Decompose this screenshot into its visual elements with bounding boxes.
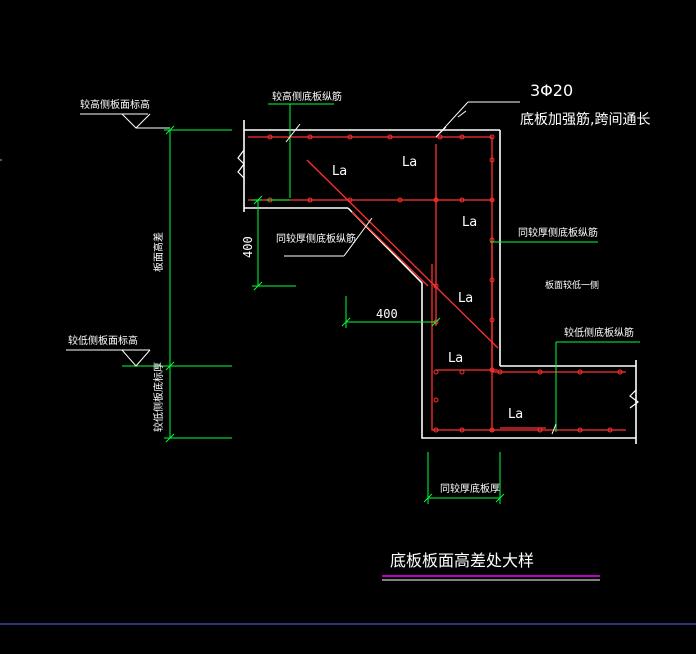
same-thick-slab-label: 同较厚底板厚: [440, 482, 500, 495]
rebar-dots: [267, 134, 623, 433]
rebars: [248, 136, 626, 432]
dim-400-horizontal: 400: [376, 307, 398, 321]
upper-bottom-rebar-label: 较高侧底板纵筋: [272, 90, 342, 103]
leader-lines: [284, 101, 557, 435]
text-labels: 较高侧板面标高 较高侧底板纵筋 3Φ20 底板加强筋,跨间通长 La La La…: [68, 81, 650, 570]
lower-side-note: 板面较低一侧: [545, 279, 599, 291]
elevation-diff-label: 板面高差: [152, 232, 165, 272]
concrete-outline: [237, 120, 639, 444]
level-symbols: [66, 113, 170, 367]
same-thick-bottom-rebar-label: 同较厚侧底板纵筋: [276, 232, 356, 245]
rebar-note-label: 底板加强筋,跨间通长: [520, 111, 650, 128]
la-label-1: La: [402, 155, 417, 170]
rebar-spec-label: 3Φ20: [530, 81, 573, 100]
la-label-5: La: [448, 351, 463, 366]
upper-top-level-label: 较高侧板面标高: [80, 98, 150, 111]
la-label-2: La: [332, 164, 347, 179]
sloped-rebar: [351, 211, 429, 287]
lower-slab-thick-label: 较低侧板底标厚: [152, 362, 165, 432]
lower-bottom-rebar: [431, 264, 626, 431]
diagonal-rebar: [306, 159, 499, 349]
dim-400-vertical: 400: [241, 236, 255, 258]
lower-side-level-label: 较低侧板面标高: [68, 334, 138, 347]
la-label-6: La: [508, 407, 523, 422]
same-thick-bottom-rebar-right-label: 同较厚侧底板纵筋: [518, 226, 598, 239]
la-label-3: La: [462, 215, 477, 230]
la-label-4: La: [458, 291, 473, 306]
drawing-title: 底板板面高差处大样: [390, 551, 534, 570]
lower-bottom-rebar-label: 较低侧底板纵筋: [564, 326, 634, 339]
dimension-lines: [122, 103, 640, 504]
